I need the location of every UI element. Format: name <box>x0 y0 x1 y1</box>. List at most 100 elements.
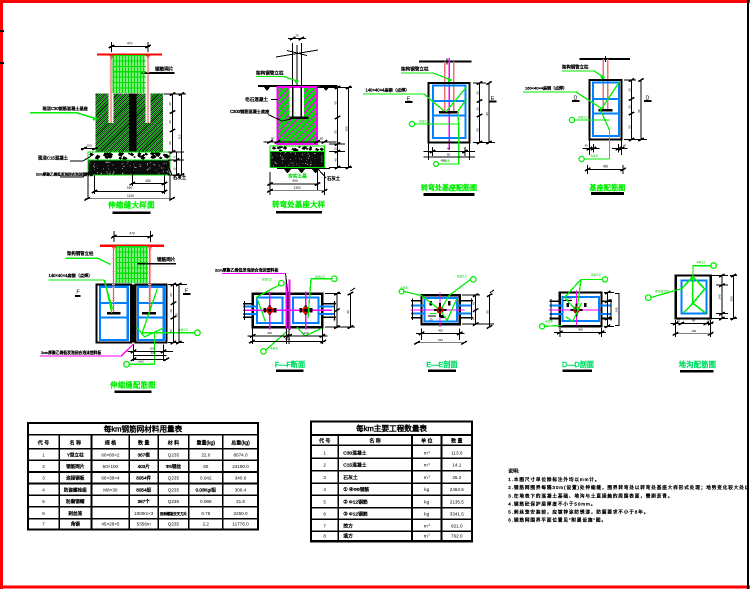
svg-text:8@12: 8@12 <box>578 116 588 120</box>
svg-text:50: 50 <box>475 128 479 132</box>
svg-text:M8×30: M8×30 <box>103 488 118 493</box>
svg-text:1130: 1130 <box>127 194 134 198</box>
svg-text:6: 6 <box>42 511 45 516</box>
svg-text:100: 100 <box>149 346 154 350</box>
svg-text:0.086: 0.086 <box>200 499 212 504</box>
svg-text:90: 90 <box>485 112 489 116</box>
svg-text:11778.0: 11778.0 <box>232 522 249 527</box>
svg-text:5: 5 <box>42 499 45 504</box>
svg-text:100: 100 <box>86 144 91 148</box>
svg-text:2cm厚聚乙烯低发泡闭合泡沫塑料板: 2cm厚聚乙烯低发泡闭合泡沫塑料板 <box>36 172 94 177</box>
svg-text:50: 50 <box>627 125 631 129</box>
svg-text:8: 8 <box>172 156 176 158</box>
svg-text:10: 10 <box>707 319 710 323</box>
svg-text:1: 1 <box>323 450 326 455</box>
svg-text:单 位: 单 位 <box>421 437 432 444</box>
svg-text:4Φ12: 4Φ12 <box>697 260 706 264</box>
svg-text:245: 245 <box>615 307 619 312</box>
svg-text:762.0: 762.0 <box>451 533 463 538</box>
svg-text:45: 45 <box>471 317 475 321</box>
svg-text:m: m <box>424 534 428 539</box>
svg-text:2.2: 2.2 <box>203 522 210 527</box>
svg-text:双刺螺旋交叉刀片: 双刺螺旋交叉刀片 <box>160 511 188 516</box>
svg-text:伸缩缝配筋图: 伸缩缝配筋图 <box>110 381 156 390</box>
svg-text:填方: 填方 <box>343 532 353 539</box>
svg-text:50: 50 <box>447 152 451 156</box>
svg-text:20: 20 <box>168 102 172 106</box>
svg-text:架构钢管立柱: 架构钢管立柱 <box>401 66 429 73</box>
svg-text:名 称: 名 称 <box>70 439 81 446</box>
svg-text:540: 540 <box>438 338 443 342</box>
svg-text:① ④Φ8钢筋: ① ④Φ8钢筋 <box>343 486 369 493</box>
svg-text:20: 20 <box>168 120 172 124</box>
svg-text:15: 15 <box>333 147 337 150</box>
svg-text:450: 450 <box>438 328 443 332</box>
svg-text:D—D剖面: D—D剖面 <box>562 360 594 369</box>
svg-text:45×28×5: 45×28×5 <box>101 522 120 527</box>
svg-text:367个: 367个 <box>138 499 151 504</box>
svg-text:架构钢管立柱: 架构钢管立柱 <box>256 70 284 77</box>
svg-text:20: 20 <box>169 293 173 297</box>
svg-text:55: 55 <box>333 130 337 134</box>
svg-text:2cm厚聚乙烯低发泡闭合泡沫塑料板: 2cm厚聚乙烯低发泡闭合泡沫塑料板 <box>215 266 279 272</box>
svg-text:规 格: 规 格 <box>105 439 116 446</box>
svg-text:921.0: 921.0 <box>451 523 463 528</box>
svg-text:8054组: 8054组 <box>136 487 151 493</box>
svg-text:3: 3 <box>428 523 430 527</box>
svg-text:石灰土: 石灰土 <box>327 175 341 182</box>
svg-text:40: 40 <box>333 158 337 162</box>
svg-text:C300钢筋混凝土底座: C300钢筋混凝土底座 <box>230 108 269 115</box>
svg-text:2: 2 <box>42 464 45 469</box>
svg-text:470: 470 <box>129 232 135 236</box>
svg-text:m: m <box>424 524 428 529</box>
svg-text:3: 3 <box>428 475 430 479</box>
svg-text:8@12: 8@12 <box>591 273 601 277</box>
svg-text:转弯处基座配筋图: 转弯处基座配筋图 <box>421 183 477 192</box>
svg-text:90: 90 <box>637 109 641 113</box>
svg-text:1.本图尺寸单位除标注外均以mm计。: 1.本图尺寸单位除标注外均以mm计。 <box>508 476 600 483</box>
svg-text:4: 4 <box>42 488 45 493</box>
svg-text:22.0: 22.0 <box>201 452 210 457</box>
svg-text:Φ8@200: Φ8@200 <box>655 289 670 293</box>
svg-text:C15混凝土: C15混凝土 <box>343 462 366 469</box>
svg-text:钢筋网片: 钢筋网片 <box>66 463 85 470</box>
svg-text:80: 80 <box>692 319 696 323</box>
svg-text:数 量: 数 量 <box>138 439 149 446</box>
svg-text:8@12: 8@12 <box>315 275 325 279</box>
svg-text:F—F断面: F—F断面 <box>275 360 305 369</box>
svg-text:代 号: 代 号 <box>319 437 330 444</box>
svg-text:连接钢板: 连接钢板 <box>66 475 85 482</box>
svg-text:2: 2 <box>323 463 326 468</box>
svg-text:kg: kg <box>424 487 429 493</box>
svg-text:现浇C30钢筋混凝土基座: 现浇C30钢筋混凝土基座 <box>43 105 88 112</box>
svg-text:430: 430 <box>151 351 156 355</box>
svg-text:2135.5: 2135.5 <box>450 500 464 505</box>
svg-text:20: 20 <box>169 309 173 313</box>
svg-text:8: 8 <box>323 533 326 538</box>
svg-text:5: 5 <box>323 500 326 505</box>
svg-text:403片: 403片 <box>138 463 151 470</box>
svg-text:60: 60 <box>203 464 209 469</box>
svg-text:代 号: 代 号 <box>38 439 49 446</box>
svg-text:90: 90 <box>485 310 489 314</box>
svg-text:240: 240 <box>718 294 722 299</box>
svg-text:2.钢筋网围界每隔30m(设置)处伸缩缝，围界转弯处以转弯处: 2.钢筋网围界每隔30m(设置)处伸缩缝，围界转弯处以转弯处基座大样形式处理；地… <box>508 484 750 491</box>
svg-text:总重(kg): 总重(kg) <box>231 439 250 446</box>
svg-text:4@8: 4@8 <box>545 319 552 323</box>
svg-text:名 称: 名 称 <box>369 437 380 444</box>
svg-text:20: 20 <box>429 317 433 321</box>
svg-text:140×40×4扁钢（点焊）: 140×40×4扁钢（点焊） <box>49 272 93 279</box>
svg-text:3: 3 <box>42 476 45 481</box>
svg-text:② Φ12钢筋: ② Φ12钢筋 <box>343 499 368 506</box>
svg-text:4.钢筋砼保护层厚度不小于50mm。: 4.钢筋砼保护层厚度不小于50mm。 <box>508 500 596 507</box>
svg-text:4: 4 <box>323 487 326 492</box>
svg-text:160×40×4扁钢（点焊）: 160×40×4扁钢（点焊） <box>525 85 567 91</box>
svg-text:1300: 1300 <box>293 186 300 190</box>
svg-text:2250.0: 2250.0 <box>233 511 247 516</box>
svg-text:4@8: 4@8 <box>400 286 407 290</box>
svg-text:450: 450 <box>603 165 609 169</box>
svg-text:900: 900 <box>292 179 298 183</box>
svg-text:毛石混凝土: 毛石混凝土 <box>245 96 268 103</box>
svg-text:40: 40 <box>623 143 627 147</box>
svg-text:470: 470 <box>127 42 133 46</box>
